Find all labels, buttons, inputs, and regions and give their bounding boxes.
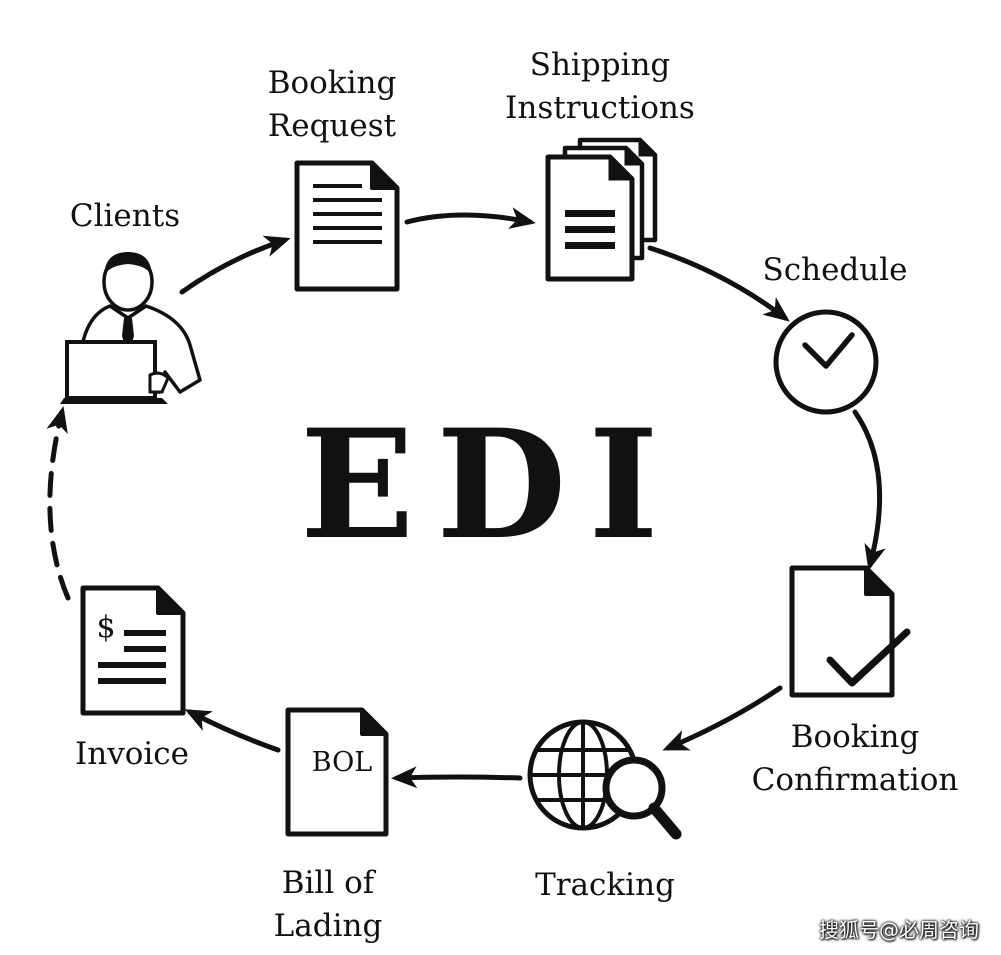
label-booking-request: Booking Request — [247, 62, 417, 148]
arrow-invoice-to-clients-dashed — [46, 406, 71, 601]
label-bill-of-lading-line-2: Lading — [273, 908, 383, 944]
label-shipping-instructions: Shipping Instructions — [495, 44, 705, 130]
label-booking-confirmation-line-1: Booking — [790, 719, 920, 755]
label-invoice: Invoice — [52, 733, 212, 776]
label-tracking-line-1: Tracking — [535, 867, 675, 903]
label-schedule-line-1: Schedule — [762, 252, 908, 288]
label-booking-request-line-1: Booking — [267, 65, 397, 101]
label-tracking: Tracking — [520, 864, 690, 907]
invoice-document-icon: $ — [80, 585, 186, 716]
arrow-booking-confirmation-to-tracking — [662, 685, 783, 751]
watermark: 搜狐号@必周咨询 — [819, 918, 979, 942]
label-clients: Clients — [45, 195, 205, 238]
arrow-booking-request-to-shipping-instructions — [404, 207, 536, 229]
arrow-tracking-to-bill-of-lading — [391, 766, 523, 789]
dollar-icon: $ — [96, 610, 115, 645]
arrow-shipping-instructions-to-schedule — [647, 245, 790, 322]
label-bill-of-lading: Bill of Lading — [248, 862, 408, 948]
clock-icon — [773, 309, 879, 415]
person-laptop-icon — [60, 252, 202, 404]
label-invoice-line-1: Invoice — [74, 736, 189, 772]
globe-magnifier-icon — [527, 719, 682, 840]
label-bill-of-lading-line-1: Bill of — [281, 865, 375, 901]
label-shipping-instructions-line-1: Shipping — [529, 47, 671, 83]
arrow-clients-to-booking-request — [179, 235, 291, 295]
label-schedule: Schedule — [750, 249, 920, 292]
label-shipping-instructions-line-2: Instructions — [505, 90, 695, 126]
bol-document-text: BOL — [312, 747, 372, 778]
label-clients-line-1: Clients — [69, 198, 181, 234]
document-icon — [294, 160, 400, 292]
label-booking-request-line-2: Request — [267, 108, 397, 144]
bol-document-icon: BOL — [285, 707, 389, 837]
flow-arrows — [46, 207, 886, 789]
arrow-schedule-to-booking-confirmation — [852, 409, 886, 571]
stacked-documents-icon — [545, 137, 658, 282]
center-title: EDI — [300, 397, 681, 573]
label-booking-confirmation: Booking Confirmation — [740, 716, 970, 802]
label-booking-confirmation-line-2: Confirmation — [751, 762, 959, 798]
document-check-icon — [789, 565, 911, 698]
arrow-bill-of-lading-to-invoice — [184, 709, 281, 753]
